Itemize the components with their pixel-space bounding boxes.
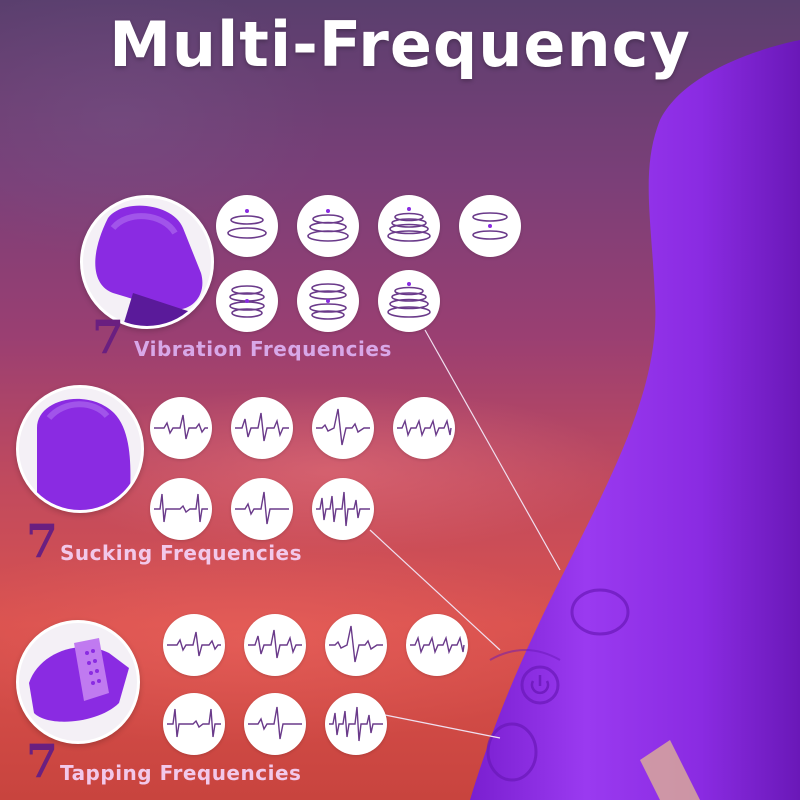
tapping-mode-3-icon <box>325 614 387 676</box>
vibration-mode-4-icon <box>459 195 521 257</box>
vibration-mode-7-icon <box>378 270 440 332</box>
vibration-mode-5-icon <box>216 270 278 332</box>
tapping-mode-7-icon <box>325 693 387 755</box>
sucking-label: Sucking Frequencies <box>60 541 303 565</box>
tapping-head-thumbnail <box>16 620 140 744</box>
vibration-mode-3-icon <box>378 195 440 257</box>
tapping-mode-1-icon <box>163 614 225 676</box>
tapping-mode-4-icon <box>406 614 468 676</box>
page-title: Multi-Frequency <box>109 8 691 81</box>
sucking-mode-2-icon <box>231 397 293 459</box>
vibration-head-thumbnail <box>80 195 214 329</box>
vibration-mode-1-icon <box>216 195 278 257</box>
tapping-mode-5-icon <box>163 693 225 755</box>
vibration-label: Vibration Frequencies <box>134 337 392 361</box>
sucking-mode-1-icon <box>150 397 212 459</box>
sucking-mode-5-icon <box>150 478 212 540</box>
vibration-mode-2-icon <box>297 195 359 257</box>
tapping-count: 7 <box>26 734 59 788</box>
sucking-mode-3-icon <box>312 397 374 459</box>
sucking-mode-6-icon <box>231 478 293 540</box>
sucking-mode-4-icon <box>393 397 455 459</box>
tapping-mode-2-icon <box>244 614 306 676</box>
sucking-mode-7-icon <box>312 478 374 540</box>
vibration-count: 7 <box>92 310 125 364</box>
sucking-count: 7 <box>26 514 59 568</box>
vibration-mode-6-icon <box>297 270 359 332</box>
tapping-mode-6-icon <box>244 693 306 755</box>
sucking-head-thumbnail <box>16 385 144 513</box>
tapping-label: Tapping Frequencies <box>60 761 302 785</box>
